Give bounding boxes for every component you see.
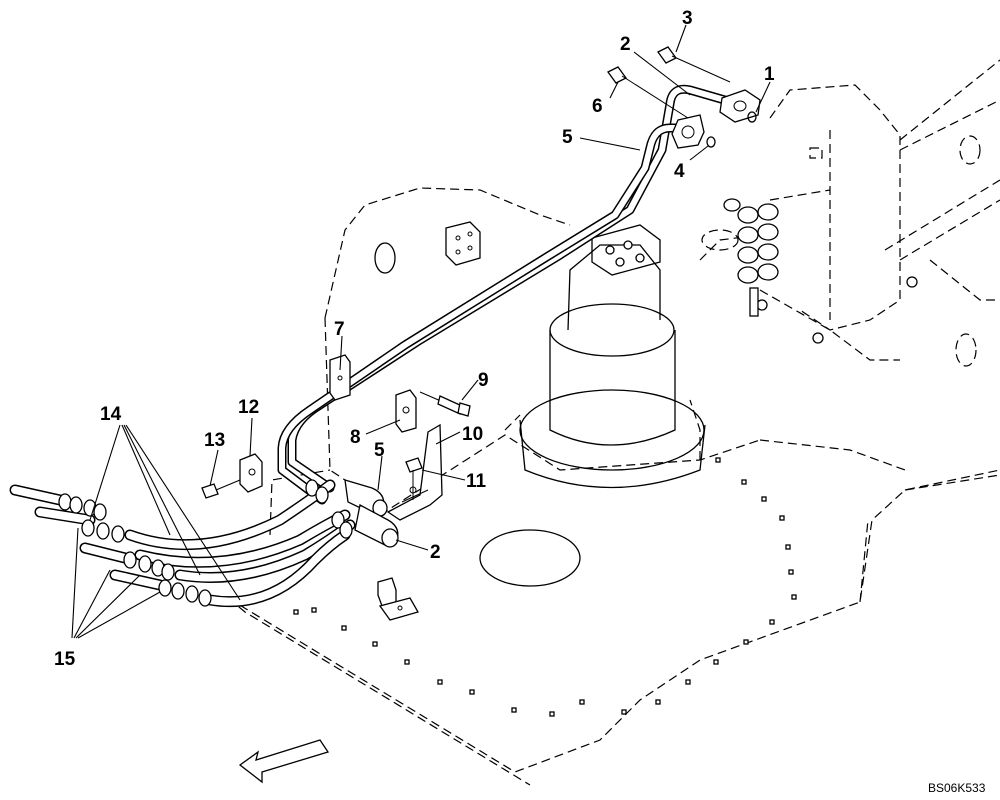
label-7: 7 bbox=[334, 319, 345, 340]
front-direction-arrow bbox=[238, 739, 330, 784]
label-3: 3 bbox=[682, 8, 693, 29]
bolt-6 bbox=[607, 66, 689, 119]
o-ring-4 bbox=[706, 136, 716, 148]
clamp-7 bbox=[329, 354, 351, 401]
label-8: 8 bbox=[350, 427, 361, 448]
drawing-code: BS06K533 bbox=[928, 781, 986, 795]
label-12: 12 bbox=[238, 397, 259, 418]
upright-bracket bbox=[269, 187, 571, 536]
pipe-flanges bbox=[671, 89, 761, 149]
bolt-3 bbox=[657, 46, 731, 83]
plate-hole bbox=[479, 529, 581, 587]
steel-pipes bbox=[277, 84, 740, 505]
label-5-lower: 5 bbox=[374, 440, 385, 461]
label-11: 11 bbox=[466, 471, 487, 492]
mount-blocks bbox=[377, 577, 419, 621]
elbow-fittings bbox=[344, 479, 399, 548]
o-ring-1 bbox=[747, 111, 757, 123]
leader-lines bbox=[71, 24, 771, 639]
part-labels: 1 2 2 3 4 5 5 6 7 8 9 10 11 12 13 14 15 bbox=[54, 8, 775, 670]
control-valve bbox=[699, 59, 1000, 367]
swivel-joint bbox=[519, 224, 706, 489]
clamp-8 bbox=[395, 389, 417, 433]
bracket-pad bbox=[445, 221, 481, 266]
valve-ports bbox=[723, 198, 779, 317]
hose-fittings-15 bbox=[58, 479, 353, 607]
bolt-11 bbox=[405, 457, 423, 500]
label-1: 1 bbox=[764, 64, 775, 85]
clamp-12 bbox=[239, 453, 263, 493]
label-6: 6 bbox=[592, 96, 603, 117]
label-9: 9 bbox=[478, 370, 489, 391]
bolt-13 bbox=[201, 479, 241, 499]
plate-rivets bbox=[293, 457, 797, 717]
label-2-lower: 2 bbox=[430, 542, 441, 563]
label-10: 10 bbox=[462, 424, 483, 445]
frame-plate bbox=[227, 399, 1000, 786]
hoses-14 bbox=[9, 479, 356, 608]
label-14: 14 bbox=[100, 404, 122, 425]
bolt-9 bbox=[419, 391, 471, 417]
bracket-10 bbox=[386, 423, 443, 521]
label-13: 13 bbox=[204, 430, 225, 451]
label-2: 2 bbox=[620, 34, 631, 55]
label-15: 15 bbox=[54, 649, 76, 670]
label-4: 4 bbox=[674, 161, 685, 182]
label-5: 5 bbox=[562, 127, 573, 148]
